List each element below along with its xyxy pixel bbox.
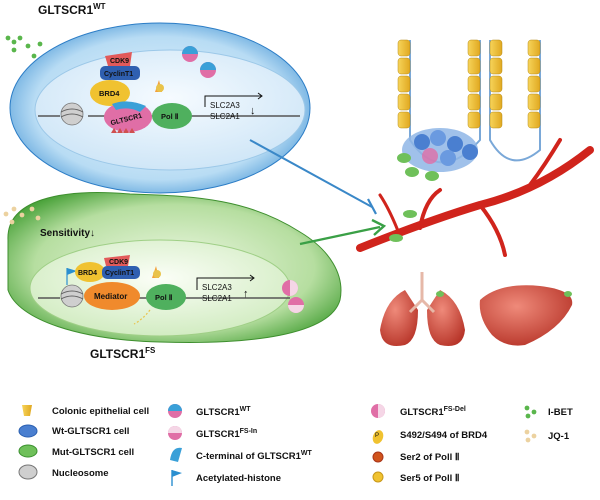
fs-mediator	[84, 282, 140, 310]
svg-text:Colonic epithelial cell: Colonic epithelial cell	[52, 406, 149, 417]
svg-text:JQ-1: JQ-1	[548, 431, 570, 442]
legend-item-colonic-epithelial-cell: Colonic epithelial cell	[22, 405, 149, 417]
svg-text:SLC2A1: SLC2A1	[210, 112, 240, 121]
svg-text:C-terminal of GLTSCR1WT: C-terminal of GLTSCR1WT	[196, 450, 312, 462]
colon-crypt	[356, 39, 594, 257]
wt-panel: GLTSCR1WT CDK9 CyclinT1 BRD4 GLTSCR1 Pol	[5, 2, 311, 194]
fs-brd4	[75, 262, 105, 282]
wt-cdk9	[105, 52, 132, 66]
svg-text:I-BET: I-BET	[548, 407, 573, 418]
fs-gene-box: SLC2A3 SLC2A1 ↑	[196, 274, 255, 303]
blood-vessel	[356, 138, 594, 257]
wt-cyclin-label: CyclinT1	[104, 71, 133, 78]
wt-brd4	[90, 80, 130, 106]
ser5-icon	[372, 471, 384, 483]
svg-text:SLC2A1: SLC2A1	[202, 294, 232, 303]
wt-inhibition-line	[249, 139, 373, 208]
svg-text:S492/S494 of BRD4: S492/S494 of BRD4	[400, 430, 488, 441]
wt-floating-gltscr1-icons	[182, 46, 216, 78]
legend-item-acetylated-histone: Acetylated-histone	[171, 470, 281, 486]
wt-acetylated-histone-icons	[111, 128, 135, 133]
fs-jq1-dots	[3, 206, 41, 225]
wt-cell-icon	[18, 424, 38, 438]
legend-item-nucleosome: Nucleosome	[18, 464, 109, 480]
fs-nucleosome-icon	[60, 284, 84, 308]
fs-cdk9	[104, 255, 130, 266]
phospho-brd4-icon: P	[372, 430, 384, 444]
fs-promotion-arrow	[299, 225, 381, 246]
legend-item-ser2: Ser2 of Poll Ⅱ	[372, 451, 460, 463]
ibet-icon	[524, 405, 537, 419]
acetylated-histone-icon	[171, 470, 182, 486]
wt-cdk9-label: CDK9	[110, 58, 129, 65]
svg-text:↑: ↑	[243, 288, 249, 300]
svg-text:GLTSCR1FS-Del: GLTSCR1FS-Del	[400, 406, 466, 418]
nucleosome-icon	[18, 464, 38, 480]
svg-text:P: P	[375, 433, 379, 439]
svg-text:Ser5 of Poll Ⅱ: Ser5 of Poll Ⅱ	[400, 473, 460, 484]
liver-icon	[479, 285, 573, 346]
legend-item-gltscr1-fs-in: GLTSCR1FS-In	[168, 426, 257, 440]
wt-gene-box: SLC2A3 SLC2A1 ↓	[204, 92, 263, 121]
jq1-icon	[524, 429, 537, 443]
ser2-icon	[372, 451, 384, 463]
legend-item-phospho-brd4: P S492/S494 of BRD4	[372, 430, 488, 444]
wt-brd4-label: BRD4	[99, 89, 120, 98]
legend-item-ser5: Ser5 of Poll Ⅱ	[372, 471, 460, 484]
legend-item-mut-cell: Mut-GLTSCR1 cell	[18, 444, 134, 458]
svg-text:CDK9: CDK9	[109, 259, 128, 266]
svg-text:CyclinT1: CyclinT1	[105, 270, 134, 277]
legend-item-wt-cell: Wt-GLTSCR1 cell	[18, 424, 129, 438]
svg-text:Mut-GLTSCR1 cell: Mut-GLTSCR1 cell	[52, 447, 134, 458]
legend-item-jq1: JQ-1	[524, 429, 570, 443]
svg-text:Pol Ⅱ: Pol Ⅱ	[155, 293, 173, 302]
colonic-epithelial-cell-icon	[22, 405, 32, 416]
svg-text:Ser2 of Poll Ⅱ: Ser2 of Poll Ⅱ	[400, 452, 460, 463]
legend-item-ibet: I-BET	[524, 405, 573, 419]
svg-text:↓: ↓	[250, 105, 256, 117]
svg-text:Pol Ⅱ: Pol Ⅱ	[161, 112, 179, 121]
fs-panel: Sensitivity↓ BRD4 CDK9 CyclinT1 Mediator…	[3, 192, 342, 361]
svg-text:SLC2A3: SLC2A3	[210, 101, 240, 110]
fs-mediator-label: Mediator	[94, 292, 127, 301]
legend-item-c-terminal: C-terminal of GLTSCR1WT	[170, 447, 312, 462]
fs-acetyl-flag	[67, 268, 77, 275]
wt-panel-title: GLTSCR1WT	[38, 2, 106, 17]
fs-brd4-label: BRD4	[78, 270, 97, 277]
tumor-cluster	[397, 128, 478, 181]
svg-text:GLTSCR1FS-In: GLTSCR1FS-In	[196, 428, 257, 440]
legend-item-gltscr1-wt: GLTSCR1WT	[168, 404, 251, 418]
svg-text:Acetylated-histone: Acetylated-histone	[196, 473, 281, 484]
fs-cyclin	[102, 266, 140, 279]
svg-text:SLC2A3: SLC2A3	[202, 283, 232, 292]
fs-pol-ii: Pol Ⅱ	[133, 266, 186, 325]
wt-cyclin	[100, 66, 140, 80]
lung-icon	[380, 272, 465, 346]
svg-text:GLTSCR1WT: GLTSCR1WT	[196, 406, 251, 418]
svg-text:Wt-GLTSCR1 cell: Wt-GLTSCR1 cell	[52, 426, 129, 437]
fs-panel-title: GLTSCR1FS	[90, 346, 156, 361]
svg-text:Nucleosome: Nucleosome	[52, 468, 109, 479]
fs-floating-gltscr1-icons	[282, 280, 304, 313]
c-terminal-icon	[170, 447, 182, 462]
wt-c-terminal	[112, 101, 146, 112]
wt-pol-ii: Pol Ⅱ	[152, 80, 192, 129]
fs-sensitivity-label: Sensitivity↓	[40, 228, 95, 239]
legend: Colonic epithelial cell Wt-GLTSCR1 cell …	[18, 404, 573, 486]
legend-item-gltscr1-fs-del: GLTSCR1FS-Del	[371, 404, 466, 418]
mut-cell-icon	[18, 444, 38, 458]
wt-nucleosome-icon	[60, 102, 84, 126]
wt-ibet-dots	[5, 35, 43, 59]
